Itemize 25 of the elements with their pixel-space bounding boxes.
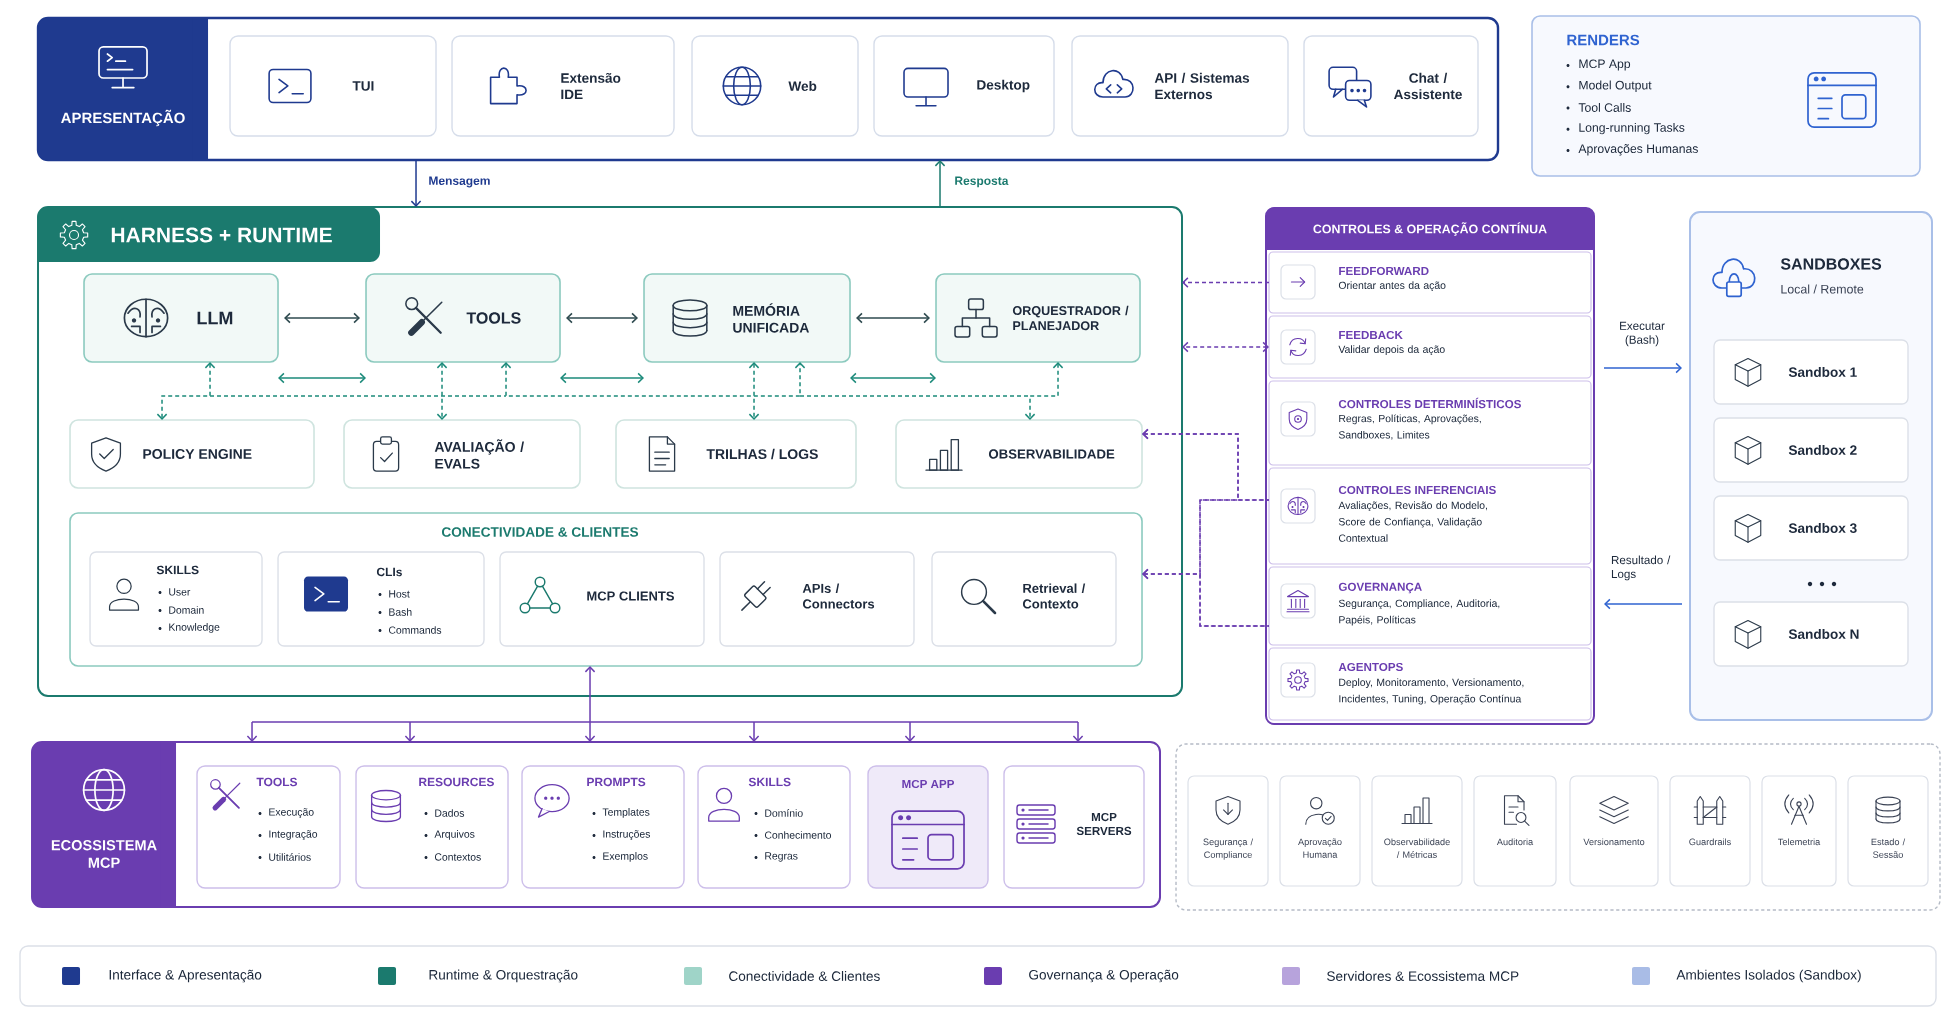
dashed-frame [1175,743,1941,911]
title-tab: HARNESS + RUNTIME [38,207,380,262]
arrow [246,666,1084,742]
arrow [410,159,422,207]
arrow [856,312,930,324]
component-card: TOOLS [365,273,561,363]
dashed-arrow [1142,568,1270,627]
dashed-line [209,395,1031,397]
dashed-arrow [156,362,216,420]
arrow [560,372,644,384]
arrow [850,372,936,384]
dashed-arrow [500,362,806,397]
dashed-arrow [1182,277,1270,288]
dashed-arrow [1182,341,1269,353]
arrow [278,372,366,384]
dashed-arrow [748,362,760,420]
arrow [1603,362,1682,374]
arrow [934,160,946,208]
dashed-arrow [1142,428,1270,627]
arrow [1604,598,1683,610]
dashed-arrow [436,362,448,420]
arrow [566,312,638,324]
component-card: LLM [83,273,279,363]
arrow [284,312,360,324]
dashed-arrow [1024,362,1064,420]
